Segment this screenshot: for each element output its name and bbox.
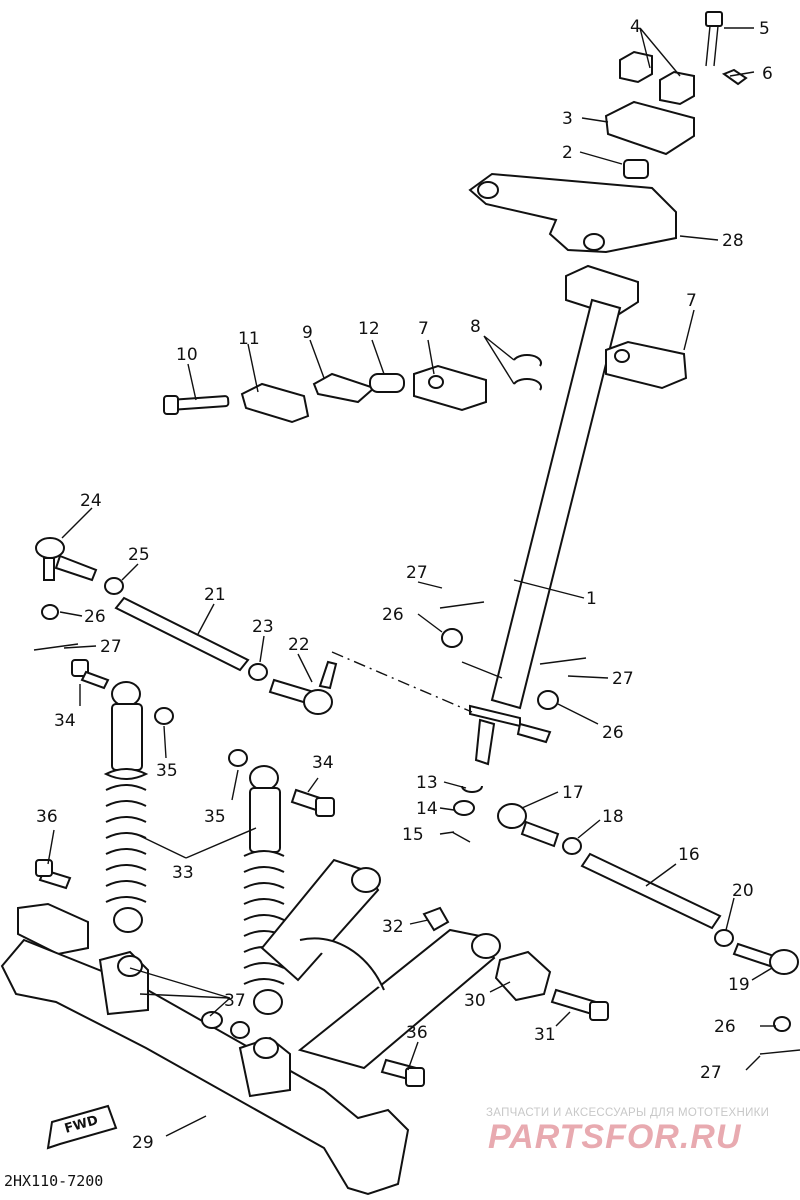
callout-7-right: 7 (686, 291, 697, 311)
callout-28: 28 (722, 231, 744, 251)
callout-32: 32 (382, 917, 404, 937)
leader-lines (47, 27, 776, 1137)
callout-27-left: 27 (100, 637, 122, 657)
callout-34-center: 34 (312, 753, 334, 773)
callouts: 5 4 6 3 2 28 10 11 9 12 7 8 7 24 25 26 2… (36, 17, 773, 1153)
watermark: ЗАПЧАСТИ И АКСЕССУАРЫ ДЛЯ МОТОТЕХНИКИ PA… (486, 1107, 769, 1156)
callout-11: 11 (238, 329, 260, 349)
handlebar-holder-group (468, 11, 748, 318)
callout-17: 17 (562, 783, 584, 803)
callout-23: 23 (252, 617, 274, 637)
callout-25: 25 (128, 545, 150, 565)
watermark-tagline: ЗАПЧАСТИ И АКСЕССУАРЫ ДЛЯ МОТОТЕХНИКИ (486, 1107, 769, 1119)
callout-8: 8 (470, 317, 481, 337)
callout-13: 13 (416, 773, 438, 793)
callout-30: 30 (464, 991, 486, 1011)
callout-37: 37 (224, 991, 246, 1011)
callout-26-lower: 26 (714, 1017, 736, 1037)
callout-27-lower: 27 (700, 1063, 722, 1083)
callout-5: 5 (759, 19, 770, 39)
left-tie-rod (33, 537, 338, 715)
callout-20: 20 (732, 881, 754, 901)
callout-2: 2 (562, 143, 573, 163)
callout-26-left: 26 (84, 607, 106, 627)
callout-35-left: 35 (156, 761, 178, 781)
callout-4: 4 (630, 17, 641, 37)
callout-6: 6 (762, 64, 773, 84)
callout-24: 24 (80, 491, 102, 511)
callout-26-column: 26 (382, 605, 404, 625)
callout-29: 29 (132, 1133, 154, 1153)
callout-27-column: 27 (406, 563, 428, 583)
right-tie-rod (439, 601, 800, 1055)
front-arm-frame (0, 858, 609, 1196)
callout-33: 33 (172, 863, 194, 883)
callout-26-right: 26 (602, 723, 624, 743)
diagram-code: 2HX110-7200 (4, 1172, 103, 1190)
callout-31: 31 (534, 1025, 556, 1045)
callout-10: 10 (176, 345, 198, 365)
column-holder-parts (163, 340, 688, 424)
callout-15: 15 (402, 825, 424, 845)
callout-18: 18 (602, 807, 624, 827)
callout-27-right: 27 (612, 669, 634, 689)
callout-36-left: 36 (36, 807, 58, 827)
callout-16: 16 (678, 845, 700, 865)
callout-3: 3 (562, 109, 573, 129)
watermark-brand: PARTSFOR.RU (488, 1118, 742, 1156)
callout-1: 1 (586, 589, 597, 609)
callout-21: 21 (204, 585, 226, 605)
callout-22: 22 (288, 635, 310, 655)
fwd-arrow: FWD (46, 1104, 118, 1150)
callout-19: 19 (728, 975, 750, 995)
steering-column (469, 298, 622, 766)
callout-35-center: 35 (204, 807, 226, 827)
callout-12: 12 (358, 319, 380, 339)
callout-14: 14 (416, 799, 438, 819)
callout-9: 9 (302, 323, 313, 343)
callout-7-left: 7 (418, 319, 429, 339)
callout-36-right: 36 (406, 1023, 428, 1043)
callout-34-left: 34 (54, 711, 76, 731)
